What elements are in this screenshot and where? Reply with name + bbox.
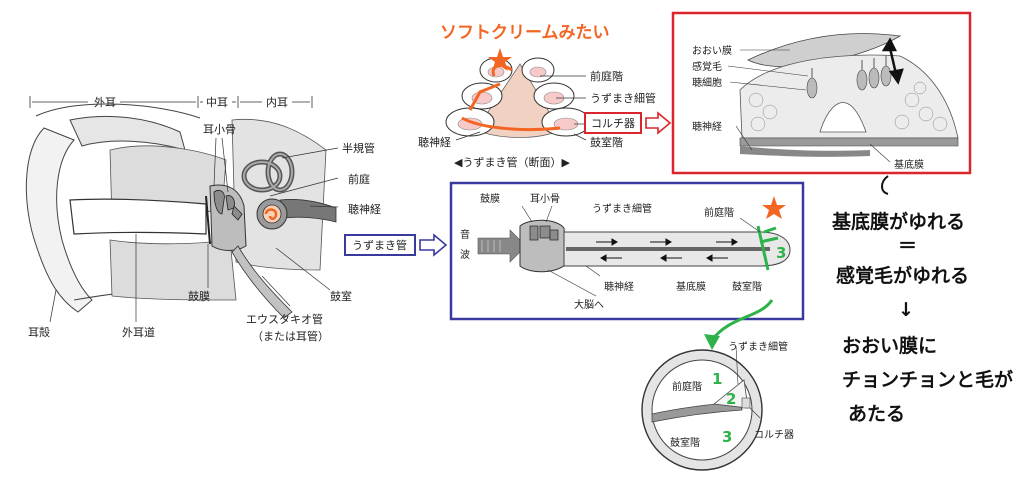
note-equals: ＝ <box>898 235 917 257</box>
sound-wave-arrow <box>477 229 527 263</box>
corti-tunnel <box>819 102 867 133</box>
corti-nerve-shape <box>740 146 870 157</box>
auditory-nerve-label: 聴神経 <box>348 202 381 216</box>
cochlea-turns-inner <box>457 66 579 131</box>
scala-tympani-label: 鼓室階 <box>590 135 623 149</box>
green-link-arrow <box>710 299 774 341</box>
corti-cell-outlines <box>748 81 948 132</box>
hair-cell-label: 聴細胞 <box>692 76 722 89</box>
uncoiled-basilar-label: 基底膜 <box>676 280 706 293</box>
green-marks <box>756 225 779 271</box>
orange-star-2 <box>762 196 786 219</box>
cochlea-shape <box>256 198 288 230</box>
cross-section: うずまき細管 前庭階 鼓室階 コルチ器 1 2 3 <box>641 340 794 471</box>
hair-label: 感覚毛 <box>692 60 722 73</box>
ossicles-shape <box>213 190 243 221</box>
ear-canal-shape <box>69 198 207 235</box>
cross-vestibuli-label: 前庭階 <box>672 380 702 393</box>
cross-tympani-label: 鼓室階 <box>670 436 700 449</box>
auditory-nerve-shape <box>279 199 337 223</box>
ossicles-label: 耳小骨 <box>203 123 236 136</box>
tectorial-membrane-shape <box>747 33 902 68</box>
note-line-5: あたる <box>848 403 905 425</box>
auricle-label: 耳殻 <box>28 325 50 339</box>
eardrum-label: 鼓膜 <box>188 289 210 303</box>
cochlea-box-arrow <box>419 233 448 257</box>
organ-of-corti-label: コルチ器 <box>591 117 635 130</box>
section-auditory-nerve-label: 聴神経 <box>418 135 451 149</box>
section-caption: ◀うずまき管（断面）▶ <box>454 155 570 169</box>
cochlear-duct-label: うずまき細管 <box>590 91 656 105</box>
cochlea-box-label: うずまき管 <box>352 238 407 252</box>
bone-texture <box>109 118 327 301</box>
cross-divider <box>651 401 743 423</box>
section-brackets <box>29 96 313 108</box>
semicircular-canals-inner <box>243 153 293 191</box>
uncoiled-ossicles <box>529 225 559 241</box>
cross-number-2: 2 <box>726 390 736 408</box>
eustachian-label-1: エウスタキオ管 <box>246 312 323 326</box>
uncoiled-leader-lines <box>521 205 761 297</box>
scala-vestibuli-label: 前庭階 <box>590 69 623 83</box>
cochlea-leader-lines <box>455 75 587 141</box>
handwritten-notes: 基底膜がゆれる ＝ 感覚毛がゆれる ↓ おおい膜に チョンチョンと毛が あたる <box>831 175 1013 425</box>
wave-label: 波 <box>460 248 470 261</box>
cross-leader-lines <box>735 345 761 419</box>
inner-ear-label: 内耳 <box>266 95 288 109</box>
uncoiled-eardrum-label: 鼓膜 <box>480 192 500 205</box>
cochlea-box <box>344 234 416 256</box>
uncoiled-number-3: 3 <box>776 244 786 262</box>
eustachian-label-2: （または耳管） <box>252 329 329 343</box>
cross-number-1: 1 <box>712 370 722 388</box>
uncoiled-cochlea: 3 鼓膜 耳小骨 うずまき細管 前庭階 音 波 聴神経 基底膜 鼓室階 大脳へ <box>449 181 805 321</box>
uncoiled-flow-arrows <box>596 238 738 262</box>
note-arrow: ↓ <box>898 299 914 321</box>
cross-corti-label: コルチ器 <box>754 429 794 441</box>
soft-cream-annotation: ソフトクリームみたい <box>440 23 610 43</box>
eustachian-tube-shape <box>231 245 293 319</box>
uncoiled-nerve-label: 聴神経 <box>604 280 634 293</box>
note-line-2: 感覚毛がゆれる <box>836 264 969 287</box>
corti-leader-lines <box>727 49 891 163</box>
tectorial-label: おおい膜 <box>692 45 732 57</box>
notes-hook <box>881 175 889 195</box>
uncoiled-vestibuli-label: 前庭階 <box>704 206 734 219</box>
corti-box-arrow <box>645 111 672 135</box>
corti-detail: おおい膜 感覚毛 聴細胞 聴神経 基底膜 <box>671 11 972 175</box>
cochlea-section: ソフトクリームみたい <box>418 23 672 169</box>
hair-bristles <box>811 56 887 78</box>
outer-ear-label: 外耳 <box>94 96 116 109</box>
sound-label: 音 <box>460 228 470 241</box>
cross-corti <box>741 397 751 409</box>
corti-cells-shape <box>739 54 959 139</box>
orange-star-1 <box>488 48 512 71</box>
organ-of-corti-box <box>584 112 642 134</box>
uncoiled-tympani-label: 鼓室階 <box>732 280 762 293</box>
note-line-4: チョンチョンと毛が <box>842 368 1013 391</box>
vestibule-label: 前庭 <box>348 172 370 186</box>
cross-duct <box>713 379 749 409</box>
cross-duct-label: うずまき細管 <box>728 340 788 353</box>
note-line-3: おおい膜に <box>842 334 937 357</box>
corti-nerve-label: 聴神経 <box>692 120 722 133</box>
ear-canal-label: 外耳道 <box>122 325 155 339</box>
uncoiled-duct-label: うずまき細管 <box>592 202 652 215</box>
semicircular-label: 半規管 <box>342 141 375 155</box>
uncoiled-ossicles-label: 耳小骨 <box>530 193 560 205</box>
eardrum-shape <box>205 195 211 245</box>
tympanic-label: 鼓室 <box>330 289 352 303</box>
ear-leader-lines <box>49 137 339 323</box>
ear-diagram: 外耳 中耳 内耳 <box>25 95 448 343</box>
brain-label: 大脳へ <box>574 298 604 311</box>
basilar-membrane-shape <box>739 137 959 147</box>
sound-wave-lines <box>481 240 501 252</box>
cross-number-3: 3 <box>722 428 732 446</box>
vibration-arrow <box>881 37 904 85</box>
middle-ear-label: 中耳 <box>206 96 228 109</box>
basilar-label: 基底膜 <box>894 158 924 171</box>
note-line-1: 基底膜がゆれる <box>831 210 965 233</box>
green-link-arrowhead <box>704 334 720 350</box>
